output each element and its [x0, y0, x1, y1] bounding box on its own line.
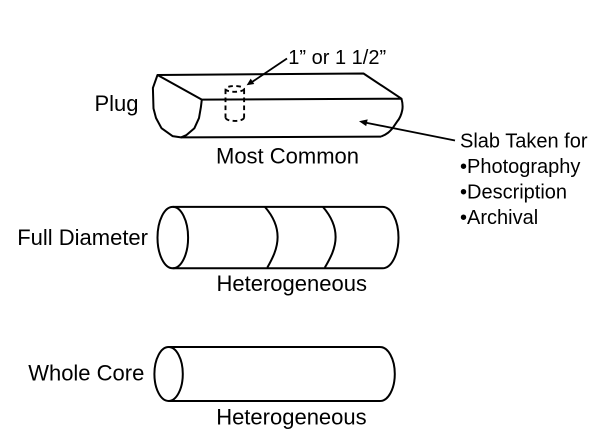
- svg-text:Most Common: Most Common: [216, 144, 359, 169]
- svg-text:Heterogeneous: Heterogeneous: [217, 271, 367, 296]
- svg-text:Full Diameter: Full Diameter: [17, 225, 148, 250]
- svg-text:•Archival: •Archival: [460, 207, 538, 229]
- svg-text:•Photography: •Photography: [460, 156, 580, 178]
- svg-text:Slab Taken for: Slab Taken for: [460, 131, 588, 153]
- svg-text:Whole Core: Whole Core: [28, 361, 144, 386]
- svg-text:1” or 1 1/2”: 1” or 1 1/2”: [288, 47, 386, 69]
- svg-text:Heterogeneous: Heterogeneous: [216, 405, 366, 430]
- svg-text:Plug: Plug: [95, 91, 139, 116]
- svg-text:•Description: •Description: [460, 182, 567, 204]
